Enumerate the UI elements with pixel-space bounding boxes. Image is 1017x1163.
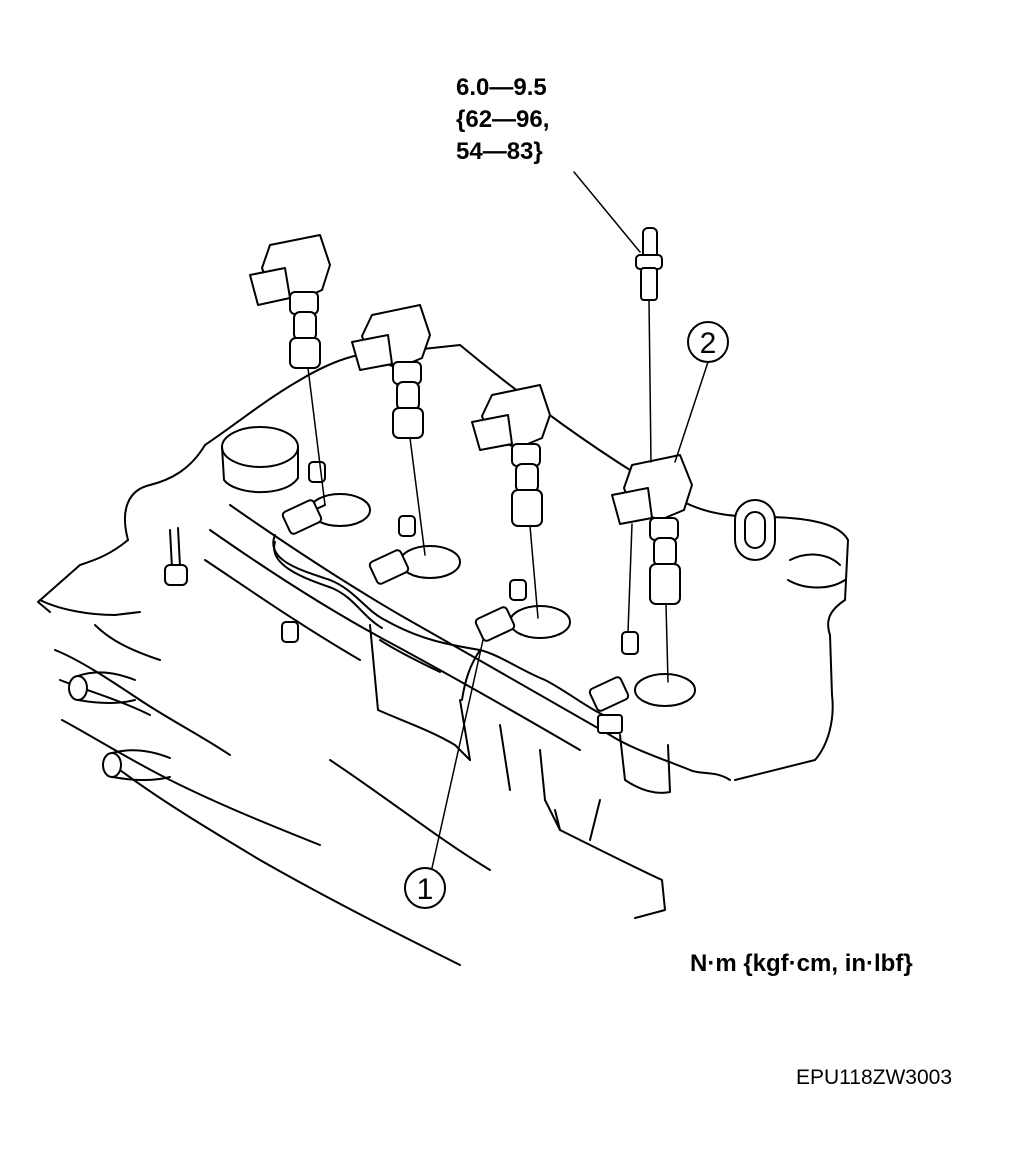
callout-2: 2 <box>674 321 729 463</box>
units-legend: N·m {kgf·cm, in·lbf} <box>690 950 913 977</box>
ignition-coil-icon <box>249 234 693 605</box>
install-guide-lines <box>307 367 669 683</box>
torque-value-kgfcm: {62—96, <box>456 106 550 133</box>
torque-value-inlbf: 54—83} <box>456 138 543 165</box>
callout-1: 1 <box>404 639 484 909</box>
callout-1-label: 1 <box>417 873 434 906</box>
figure-code: EPU118ZW3003 <box>796 1066 953 1089</box>
callout-2-label: 2 <box>700 327 717 360</box>
stud-bolt-icon <box>573 171 663 463</box>
engine-head-icon <box>37 344 849 966</box>
torque-value-nm: 6.0—9.5 <box>456 74 547 101</box>
